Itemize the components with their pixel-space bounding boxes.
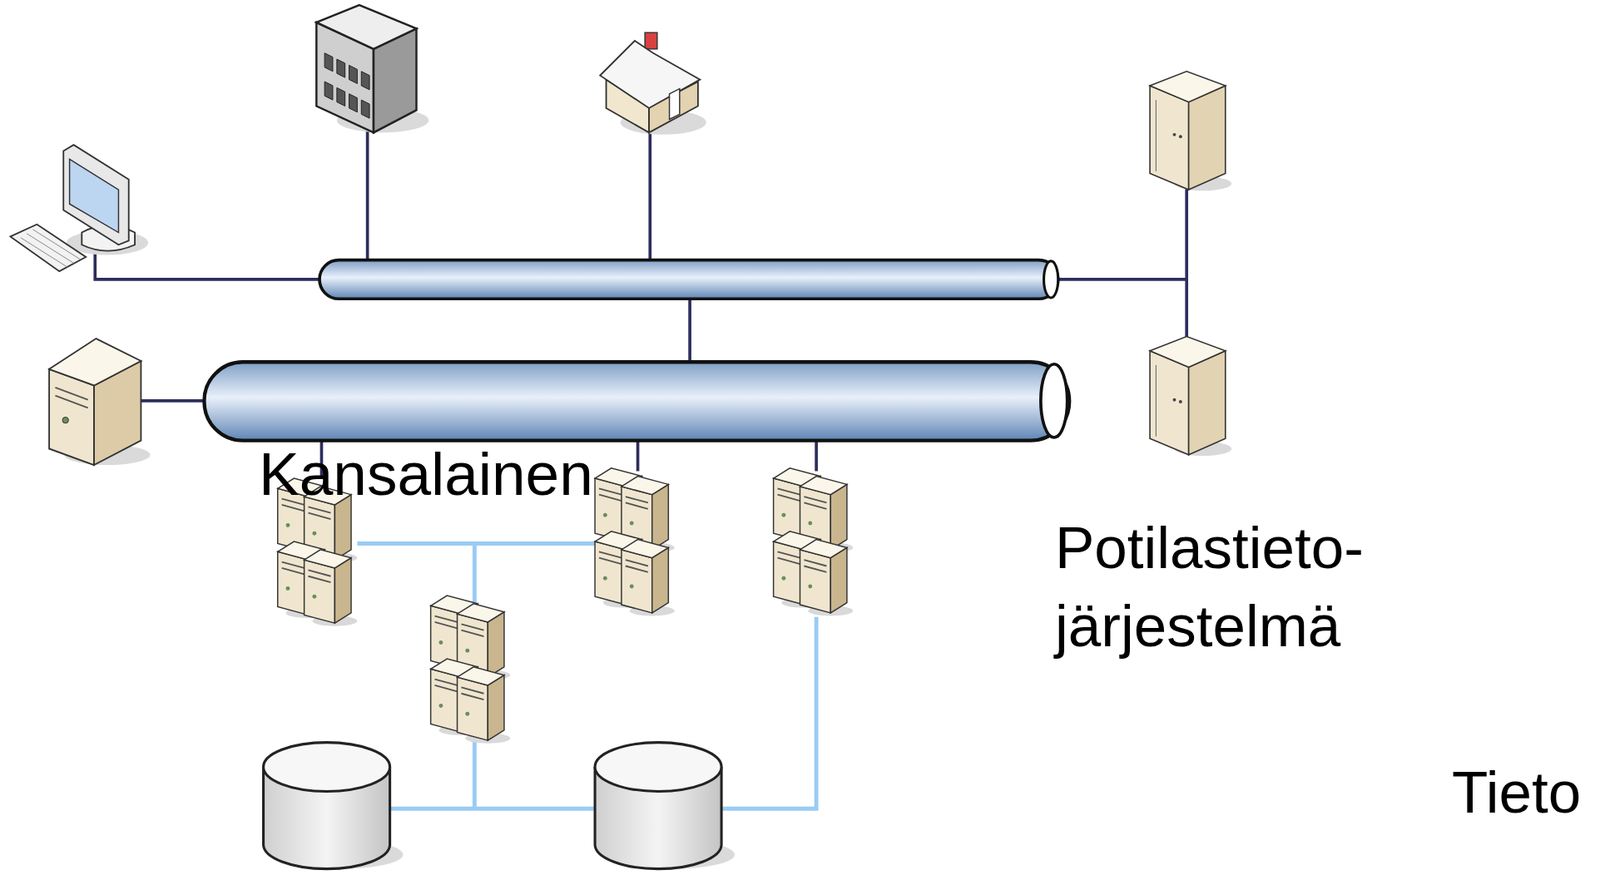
- server-cluster-icon: [773, 468, 854, 617]
- home-icon: [599, 32, 707, 135]
- network-line: [94, 127, 1187, 478]
- patient-system-label: Potilastieto- järjestelmä: [1055, 509, 1521, 665]
- network-pipe: [319, 260, 1059, 300]
- server-cluster-icon: [430, 595, 511, 744]
- database-icon: [594, 743, 735, 870]
- citizen-label: Kansalainen: [258, 439, 594, 510]
- data-label: Tieto: [1451, 758, 1581, 828]
- backend-line: [356, 544, 817, 810]
- server-rack-icon: [1149, 336, 1232, 456]
- server-cluster-icon: [594, 468, 675, 617]
- workstation-icon: [9, 144, 149, 272]
- server-rack-icon: [1149, 71, 1232, 191]
- office-building-icon: [316, 4, 429, 133]
- network-backbone: [203, 361, 1070, 441]
- server-icon: [49, 338, 150, 466]
- database-icon: [263, 743, 404, 870]
